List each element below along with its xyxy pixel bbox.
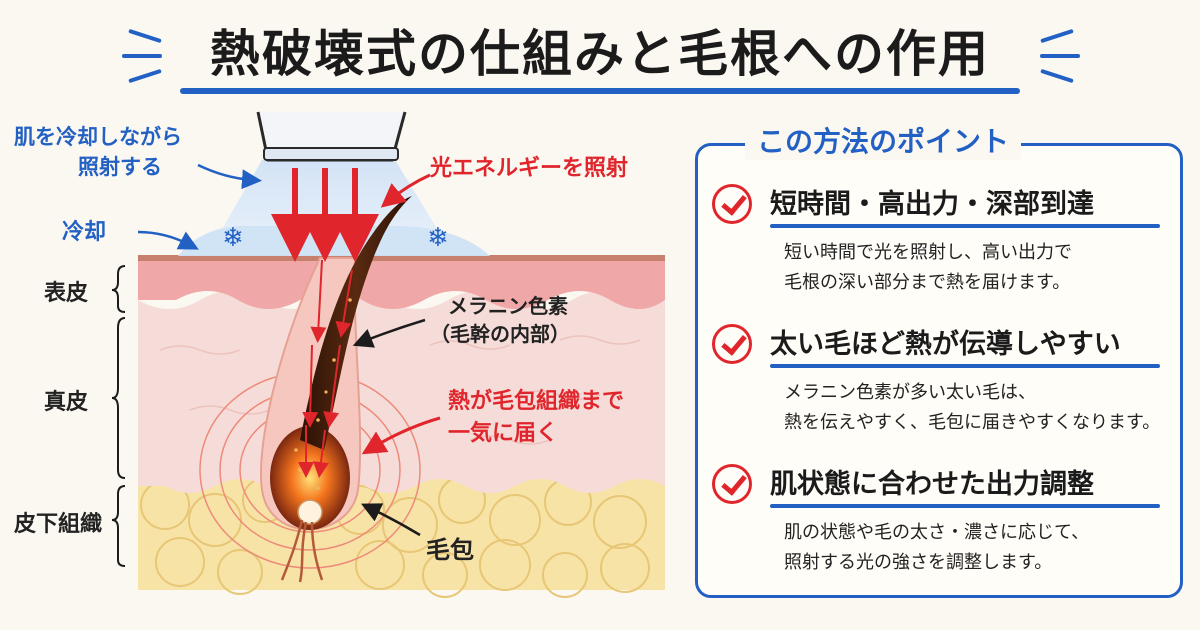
title-underline bbox=[180, 88, 1020, 94]
snowflake-icon: ❄ bbox=[427, 223, 449, 253]
point-underline bbox=[770, 364, 1160, 368]
check-icon bbox=[712, 324, 752, 364]
layer-label-epidermis: 表皮 bbox=[44, 281, 89, 306]
cooling-label: 冷却 bbox=[62, 220, 107, 245]
device-label: 肌を冷却しながら 照射する bbox=[14, 125, 182, 179]
title-dash-right-2 bbox=[1040, 54, 1080, 58]
snowflake-icon: ❄ bbox=[222, 223, 244, 253]
check-icon bbox=[712, 464, 752, 504]
brace-epidermis bbox=[111, 265, 126, 313]
hair-bulb bbox=[270, 426, 350, 530]
check-icon bbox=[712, 184, 752, 224]
point-body: 肌の状態や毛の太さ・濃さに応じて、 照射する光の強さを調整します。 bbox=[784, 522, 1090, 573]
melanin-callout-arrow bbox=[352, 318, 426, 348]
brace-dermis bbox=[111, 317, 126, 479]
point-heading: 太い毛ほど熱が伝導しやすい bbox=[770, 329, 1121, 360]
light-label: 光エネルギーを照射 bbox=[430, 156, 629, 181]
panel-title: この方法のポイント bbox=[745, 120, 1022, 160]
point-body: メラニン色素が多い太い毛は、 熱を伝えやすく、毛包に届きやすくなります。 bbox=[784, 382, 1161, 433]
layer-label-dermis: 真皮 bbox=[44, 390, 89, 415]
follicle-label: 毛包 bbox=[426, 536, 474, 564]
melanin-label: メラニン色素 （毛幹の内部） bbox=[430, 294, 570, 346]
brace-subcutis bbox=[111, 485, 126, 567]
heat-callout-arrow bbox=[361, 416, 441, 455]
layer-label-subcutis: 皮下組織 bbox=[14, 512, 103, 537]
heat-label: 熱が毛包組織まで 一気に届く bbox=[448, 389, 625, 446]
light-callout-arrow bbox=[380, 173, 431, 208]
follicle-callout-arrow bbox=[360, 503, 421, 537]
point-body: 短い時間で光を照射し、高い出力で 毛根の深い部分まで熱を届けます。 bbox=[784, 242, 1072, 293]
cooling-callout-arrow bbox=[137, 230, 199, 250]
point-underline bbox=[770, 504, 1160, 508]
epidermis-layer bbox=[138, 258, 665, 309]
point-heading: 肌状態に合わせた出力調整 bbox=[770, 469, 1094, 500]
device-callout-arrow bbox=[197, 163, 262, 190]
point-heading: 短時間・高出力・深部到達 bbox=[770, 189, 1094, 220]
page-title: 熱破壊式の仕組みと毛根への作用 bbox=[210, 25, 990, 83]
point-underline bbox=[770, 224, 1160, 228]
dermal-papilla bbox=[297, 499, 323, 525]
title-dash-left-2 bbox=[122, 54, 162, 58]
hair-shaft bbox=[300, 196, 412, 450]
points-panel bbox=[695, 143, 1183, 598]
skin-cross-section-diagram: ❄ ❄ bbox=[111, 111, 665, 598]
